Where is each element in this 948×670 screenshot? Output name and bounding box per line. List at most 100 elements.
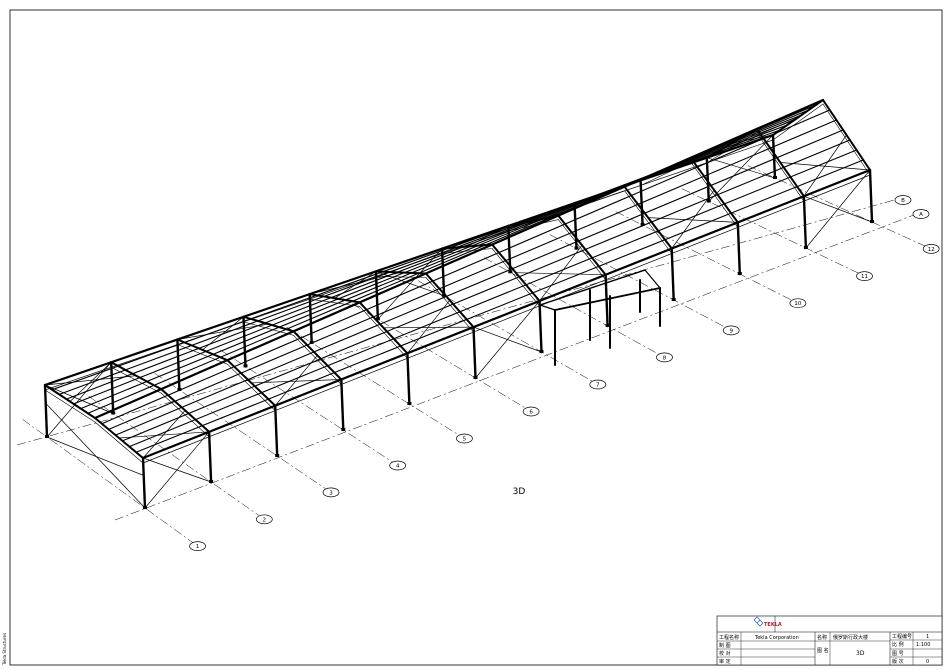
roof-brace-a-9 (671, 189, 715, 249)
grid-line-b (16, 196, 906, 446)
column-a-11 (802, 194, 808, 250)
purlin-back-1 (51, 129, 781, 391)
rafter-a-flange-6 (425, 277, 474, 333)
roof-brace-a-3 (274, 355, 318, 406)
roof-brace-a2-7 (515, 272, 606, 276)
grid-bubble-3 (322, 487, 340, 498)
column-a-10 (736, 221, 741, 276)
grid-label-a: A (919, 212, 923, 218)
job-no-value: 1 (926, 634, 929, 640)
annex-eave-beam (554, 287, 661, 311)
purlin-front-6 (101, 109, 831, 425)
grid-line-1 (22, 419, 194, 544)
rafter-b-flange-10 (640, 161, 691, 186)
annex-rafter-1 (539, 304, 556, 311)
grid-label-12: 12 (928, 247, 935, 253)
roof-brace-b2-9 (599, 180, 641, 196)
base-plate-a-9 (671, 298, 676, 301)
project-label: 工程名称 (719, 634, 739, 641)
checked-label: 校 对 (719, 650, 731, 657)
sheet-no-label: 图 号 (892, 651, 904, 657)
scale-value: 1:100 (916, 642, 930, 648)
base-plate-a-2 (209, 480, 214, 483)
wall-brace-b2-1 (44, 384, 114, 414)
base-plate-b-12 (773, 176, 777, 179)
roof-brace-a2-5 (383, 326, 474, 329)
column-a-6 (472, 325, 477, 380)
column-b-1 (43, 383, 49, 439)
rafter-b-flange-12 (772, 103, 824, 141)
scale-label: 比 例 (892, 641, 904, 648)
annex-rafter-2 (644, 269, 661, 289)
grid-bubble-1 (189, 541, 206, 551)
grid-bubble-8 (656, 352, 673, 363)
grid-bubble-a (912, 209, 930, 219)
grid-line-10 (615, 211, 794, 302)
rafter-b-flange-4 (243, 321, 294, 336)
base-plate-a-5 (407, 402, 412, 405)
grid-label-4: 4 (396, 464, 400, 470)
roof-brace-a-1 (142, 410, 186, 459)
name-value: 俄罗斯行政大楼 (833, 634, 868, 641)
grid-line-9 (549, 234, 727, 329)
base-plate-b-9 (574, 246, 579, 250)
annex-roof-beam (539, 269, 646, 306)
rafter-b-flange-9 (574, 190, 625, 209)
side-note: Tekla Structures (2, 633, 7, 666)
base-plate-a-8 (605, 324, 610, 327)
base-plate-b-8 (508, 270, 513, 274)
grid-bubble-6 (522, 406, 540, 417)
rafter-a-flange-10 (690, 161, 739, 228)
base-plate-a-4 (341, 428, 346, 431)
purlin-back-6 (87, 104, 817, 414)
rafter-a-flange-7 (491, 248, 540, 307)
drawn-label: 制 图 (719, 642, 731, 649)
logo-text: TEKLA (764, 622, 782, 628)
grid-line-2 (88, 395, 261, 517)
grid-label-10: 10 (794, 301, 801, 307)
grid-bubble-10 (789, 298, 807, 309)
roof-brace-b-5 (309, 272, 402, 295)
purlin-front-1 (135, 159, 864, 453)
grid-lines (16, 165, 928, 544)
steel-frame-model (43, 98, 874, 510)
roof-brace-b2-5 (334, 271, 377, 299)
grid-line-4 (220, 349, 394, 463)
column-a-1 (141, 456, 147, 510)
purlin-front-3 (121, 139, 851, 442)
base-plate-b-5 (309, 340, 314, 344)
rafter-a-flange-11 (756, 132, 805, 202)
roof-brace-b-7 (441, 220, 534, 249)
grid-label-11: 11 (861, 274, 868, 280)
rafter-a-flange-9 (624, 190, 673, 254)
job-no-label: 工程编号 (892, 633, 912, 640)
wall-brace-a2-11 (803, 195, 873, 223)
grid-line-3 (154, 372, 328, 490)
grid-line-11 (681, 188, 861, 275)
base-plate-b-10 (640, 223, 645, 227)
roof-brace-b2-3 (202, 316, 244, 351)
column-a-4 (340, 378, 345, 432)
eave-beam-a (141, 168, 872, 460)
purlin-back-4 (73, 114, 803, 405)
roof-brace-a2-1 (118, 431, 210, 439)
grid-label-6: 6 (529, 410, 533, 416)
rafter-a-flange-8 (557, 219, 606, 281)
eave-beam-b (43, 133, 775, 387)
base-plate-b-4 (243, 364, 248, 368)
grid-bubble-7 (589, 379, 607, 390)
wall-brace-a2-6 (473, 326, 542, 353)
roof-brace-a2-3 (250, 379, 342, 384)
grid-line-5 (286, 326, 461, 437)
rafter-b-flange-2 (110, 366, 162, 394)
column-a-12 (868, 168, 874, 224)
grid-bubble-9 (722, 325, 740, 336)
grid-label-7: 7 (596, 383, 600, 389)
wall-brace-b-6 (377, 248, 443, 320)
title-block: TEKLA 工程名称 Tekla Corporation 制 图 校 对 审 定… (716, 615, 943, 666)
revision-label: 版 次 (892, 658, 904, 665)
wall-brace-b-1 (46, 361, 112, 438)
rafter-a-flange-1 (94, 421, 144, 464)
